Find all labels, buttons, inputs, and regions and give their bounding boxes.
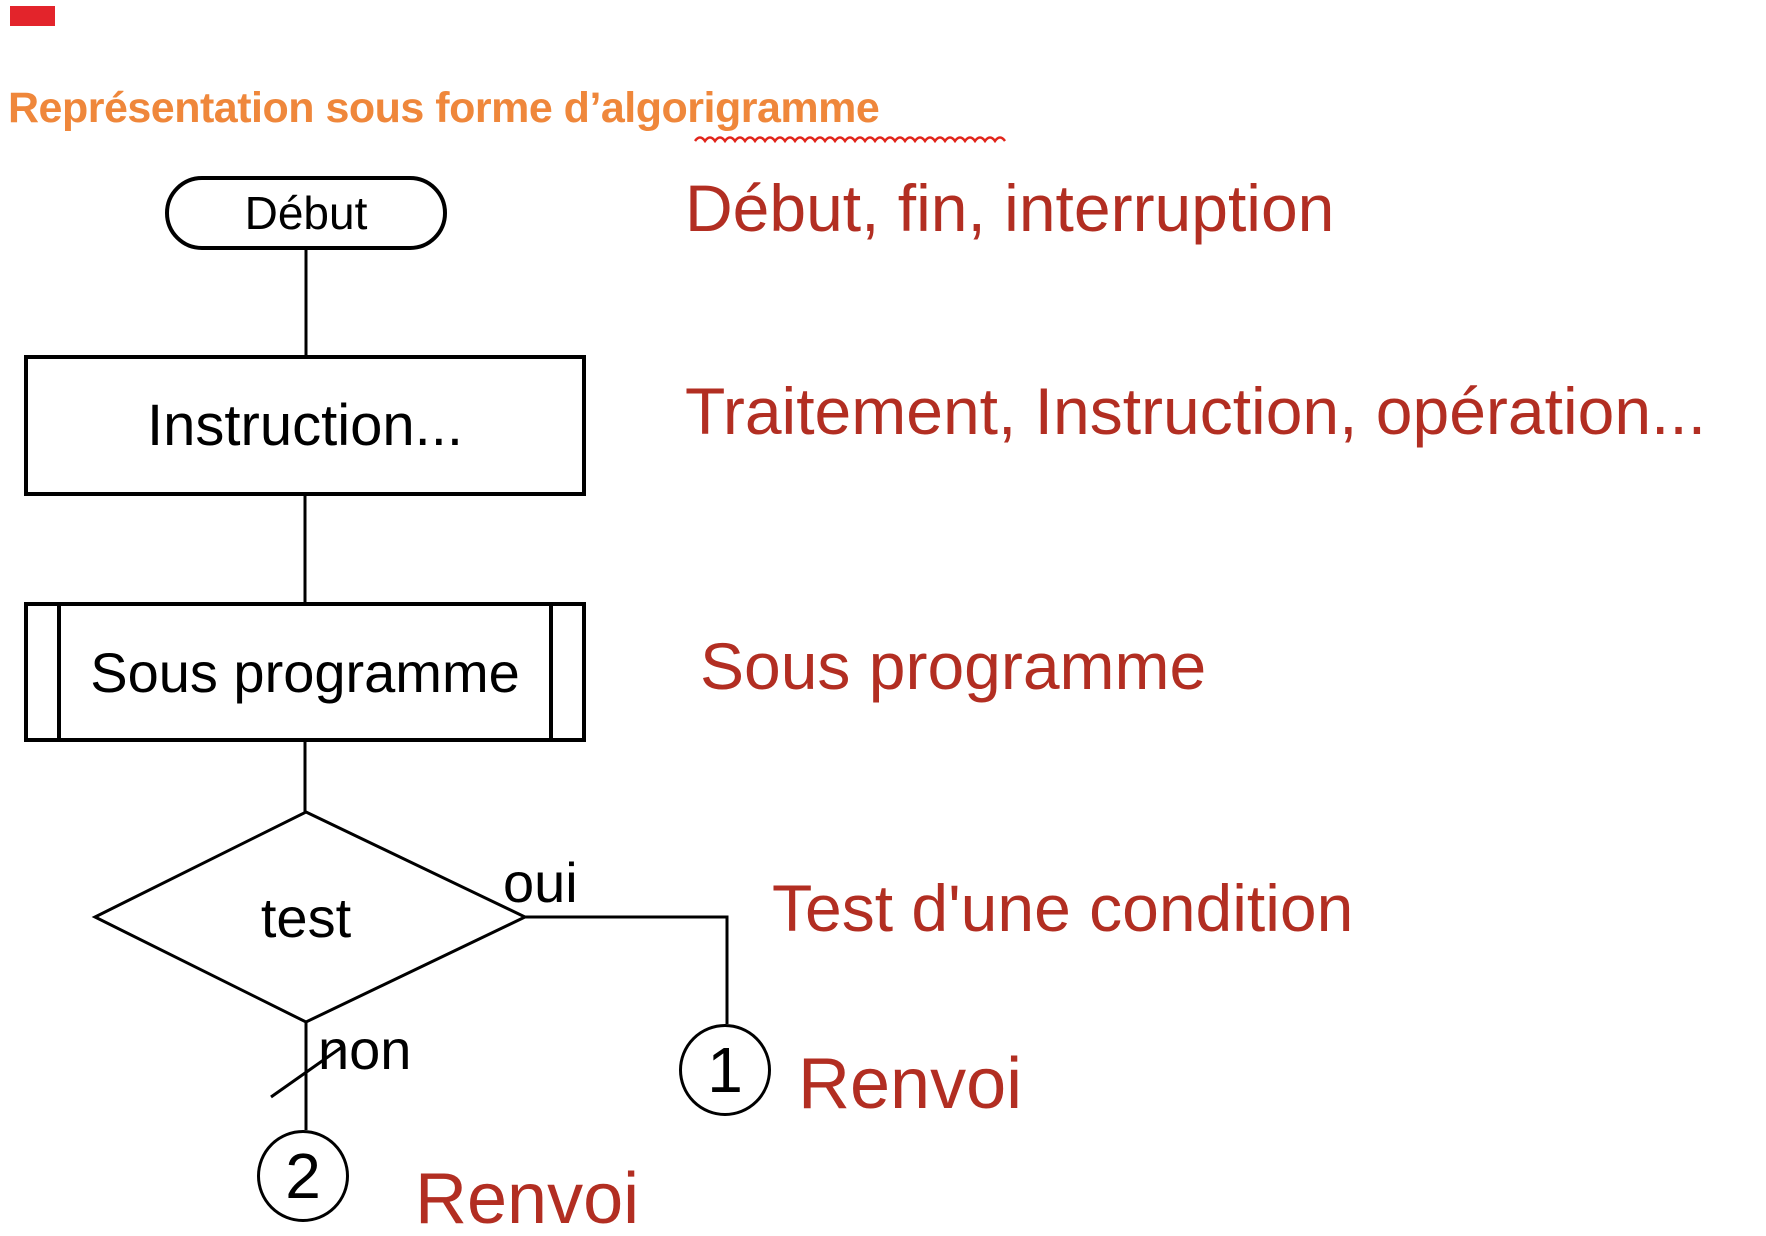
legend-process-desc: Traitement, Instruction, opération... — [685, 374, 1707, 448]
legend-renvoi2-desc: Renvoi — [415, 1159, 640, 1236]
predefined-process-label: Sous programme — [90, 640, 520, 704]
page-title: Représentation sous forme d’algorigramme — [8, 84, 880, 132]
terminator-start-shape: Début — [165, 176, 447, 250]
decision-test-label: test — [260, 885, 352, 949]
predefined-process-left-bar — [57, 606, 61, 738]
process-instruction-shape: Instruction... — [24, 355, 586, 496]
connector-circle-1-label: 1 — [707, 1034, 743, 1106]
terminator-start-label: Début — [244, 187, 368, 239]
legend-renvoi1-desc: Renvoi — [798, 1044, 1023, 1124]
non-branch-slash — [270, 1045, 343, 1099]
connector-circle-2-label: 2 — [285, 1140, 321, 1212]
branch-label-oui: oui — [503, 851, 578, 914]
predefined-process-right-bar — [549, 606, 553, 738]
edge-oui-branch — [525, 915, 729, 1024]
predefined-process-shape: Sous programme — [24, 602, 586, 742]
legend-start-desc: Début, fin, interruption — [685, 171, 1335, 245]
spellcheck-squiggle-underline — [693, 136, 1007, 144]
connector-circle-2: 2 — [257, 1130, 349, 1222]
connector-circle-1: 1 — [679, 1024, 771, 1116]
process-instruction-label: Instruction... — [147, 393, 463, 458]
red-corner-marker — [10, 6, 55, 26]
legend-subprogram-desc: Sous programme — [700, 629, 1207, 703]
legend-test-desc: Test d'une condition — [772, 871, 1354, 945]
branch-label-non: non — [318, 1018, 412, 1081]
